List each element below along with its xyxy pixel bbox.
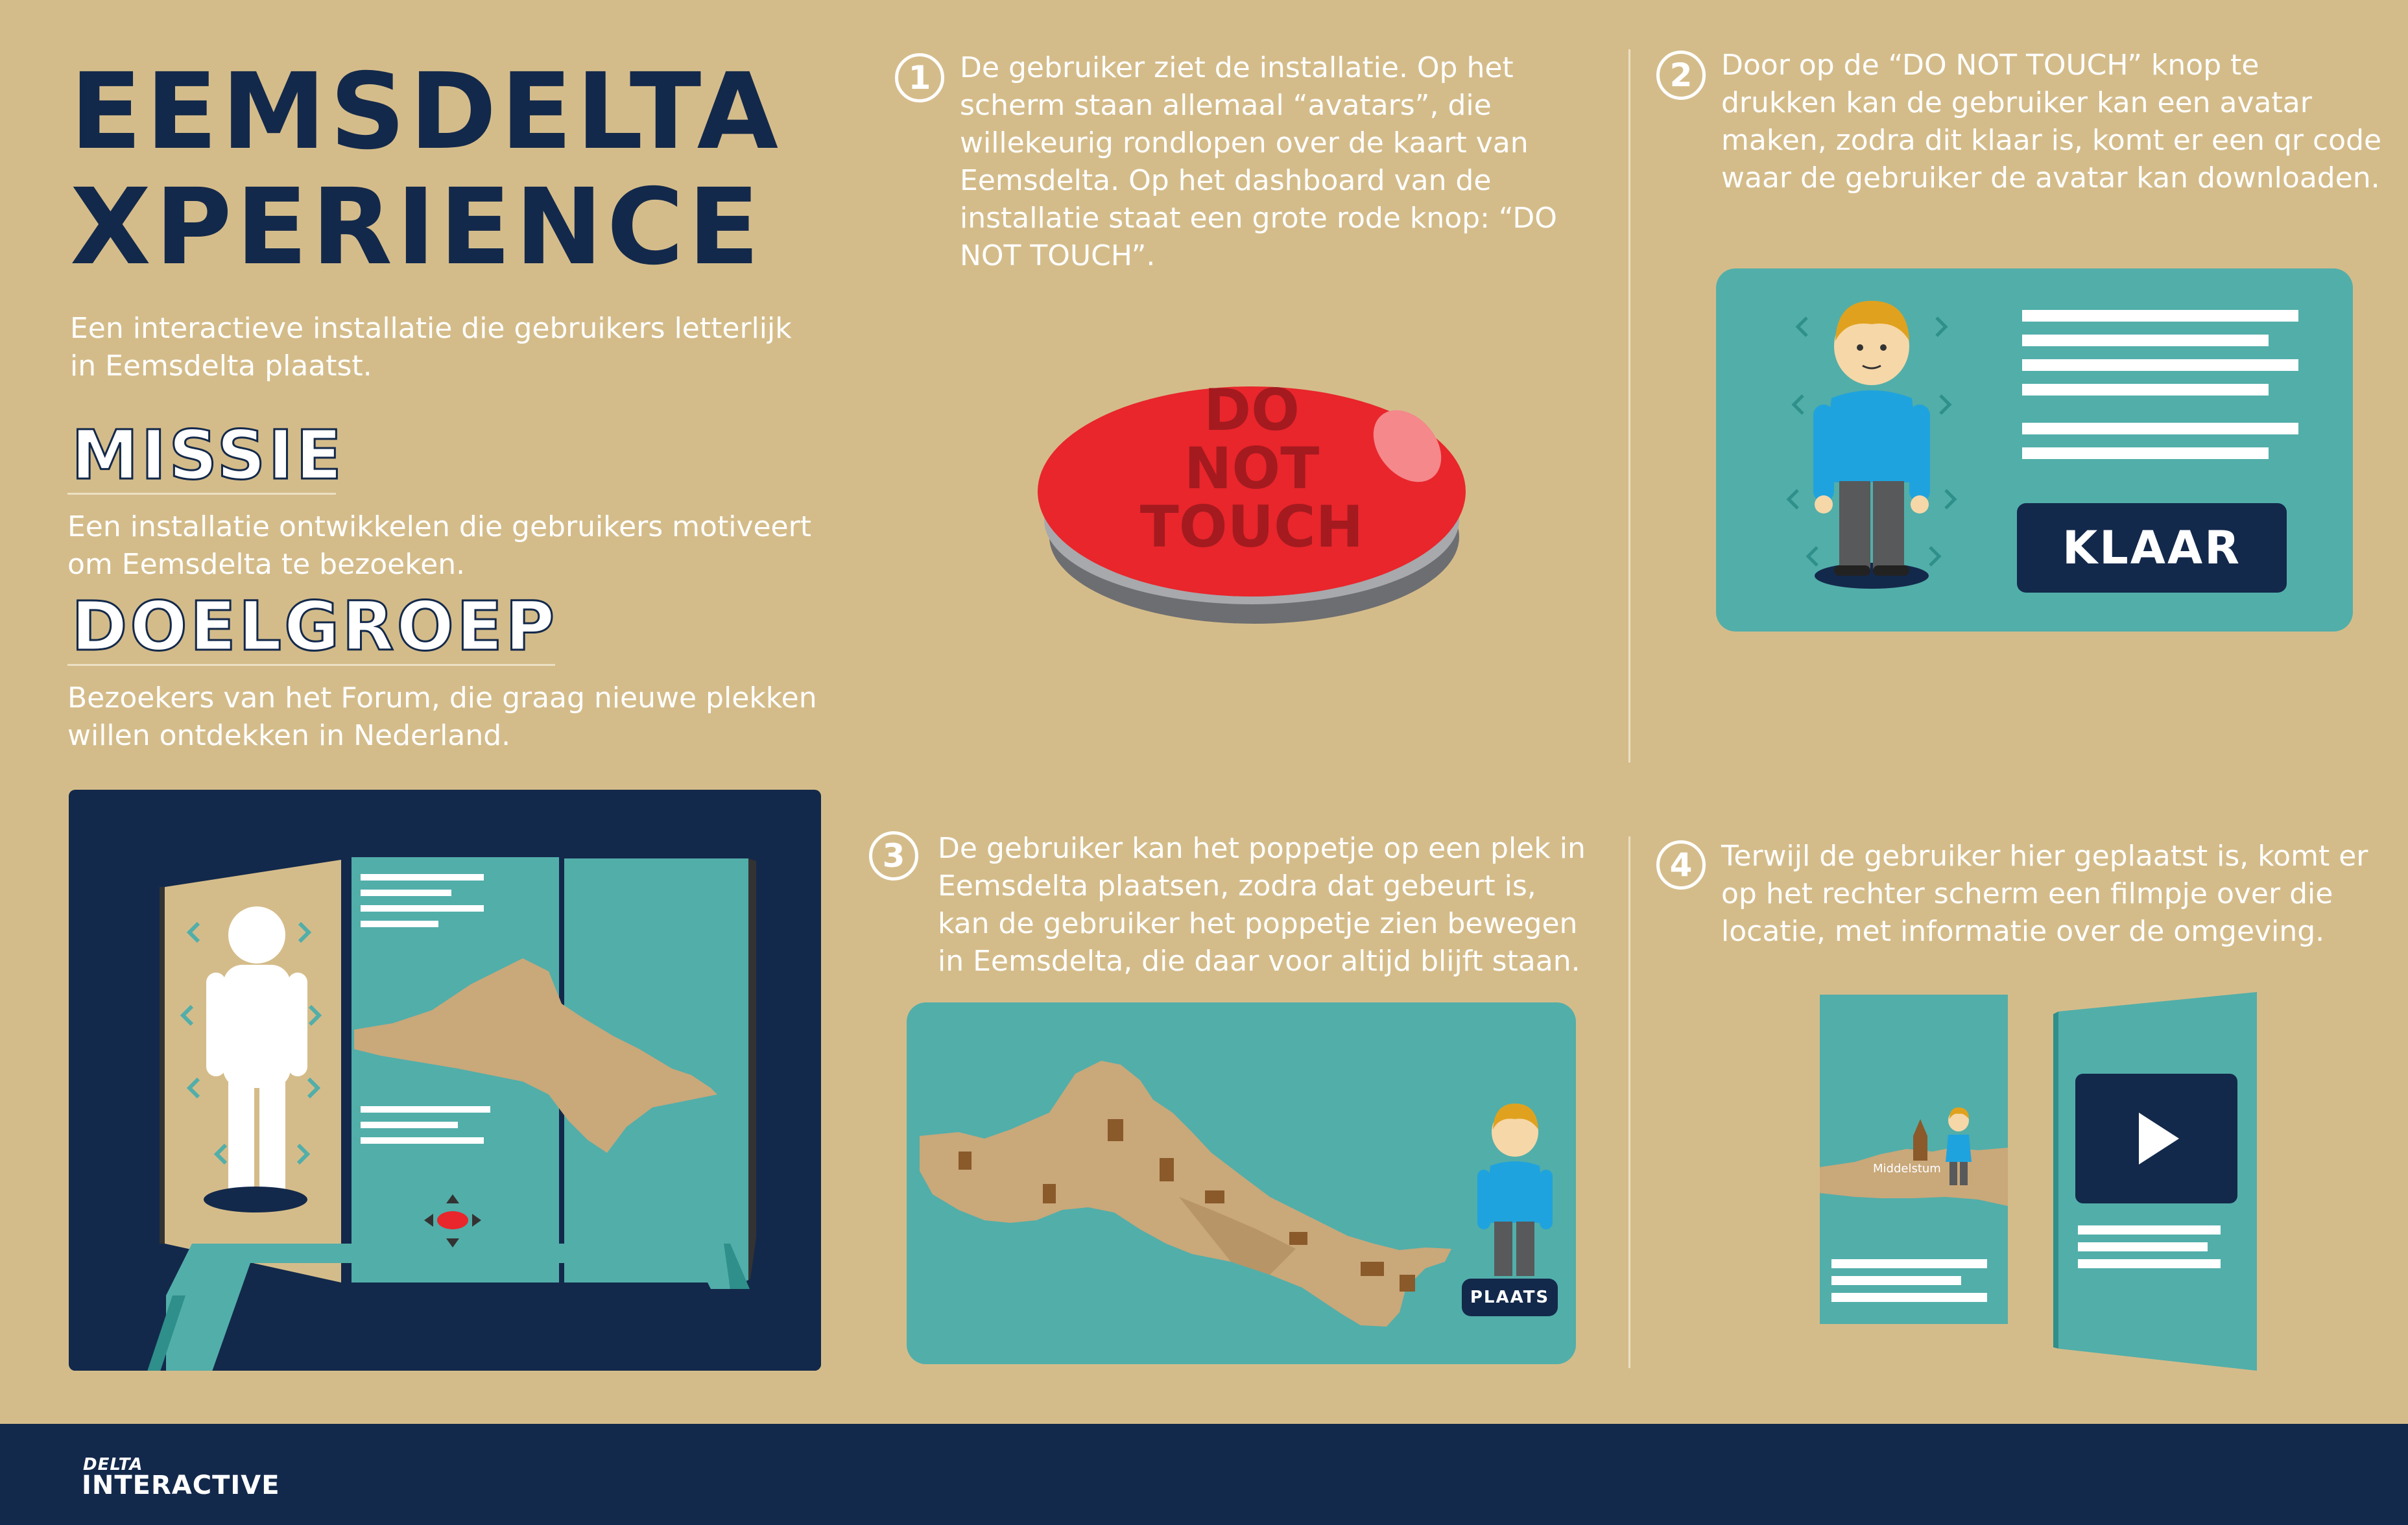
landmark-icons [959,1119,1415,1292]
title-line-1: EEMSDELTA [70,51,783,173]
dashboard-red-button-icon [437,1211,468,1229]
dashboard [166,1244,730,1371]
klaar-button[interactable]: KLAAR [2017,503,2287,593]
step-4-number: 4 [1656,840,1706,890]
map-placement-panel: PLAATS [907,1002,1576,1364]
doelgroep-heading: DOELGROEP [70,587,558,666]
footer-brand-top: DELTA [83,1455,143,1474]
title-line-2: XPERIENCE [70,167,764,289]
screens-svg [1820,992,2257,1371]
column-divider-bottom [1628,836,1630,1368]
button-label: DO NOT TOUCH [1031,381,1472,556]
small-avatar-figure [1946,1107,1972,1185]
do-not-touch-button[interactable]: DO NOT TOUCH [1031,375,1472,628]
plaats-button[interactable]: PLAATS [1462,1279,1558,1316]
step-2-number: 2 [1656,51,1706,100]
step-3-number: 3 [869,831,918,881]
avatar-creation-panel: KLAAR [1716,268,2353,632]
step-3-text: De gebruiker kan het poppetje op een ple… [938,832,1586,978]
red-button-graphic [1038,386,1466,624]
map-shape [354,958,717,1153]
button-label-line-3: TOUCH [1139,493,1364,560]
doelgroep-underline [67,664,555,666]
avatar-silhouette-icon [206,906,307,1198]
chevron-icons [1786,316,1957,567]
arrow-icons [424,1194,481,1247]
button-label-line-1: DO [1204,377,1300,443]
church-icon [1913,1136,1927,1161]
step-2-text: Door op de “DO NOT TOUCH” knop te drukke… [1721,49,2382,195]
step-4-text: Terwijl de gebruiker hier geplaatst is, … [1721,840,2368,948]
map-label-middelstum: Middelstum [1873,1162,1941,1176]
button-label-line-2: NOT [1184,435,1320,502]
intro-text: Een interactieve installatie die gebruik… [70,312,792,383]
doelgroep-text: Bezoekers van het Forum, die graag nieuw… [67,681,817,752]
missie-heading: MISSIE [70,416,345,495]
step-1-number: 1 [895,53,944,102]
installation-illustration [69,790,821,1371]
missie-text: Een installatie ontwikkelen die gebruike… [67,510,811,581]
placed-avatar-figure [1477,1104,1553,1276]
missie-underline [67,493,336,495]
avatar-figure [1786,301,1957,589]
installation-svg [69,857,821,1371]
column-divider-top [1628,49,1630,762]
footer-bar: DELTA INTERACTIVE [0,1424,2408,1525]
video-screens-illustration: Middelstum [1816,992,2263,1371]
map-shape [920,1061,1451,1327]
footer-brand-bottom: INTERACTIVE [82,1471,280,1500]
chevron-icons [180,921,322,1165]
step-1-text: De gebruiker ziet de installatie. Op het… [960,51,1557,272]
play-icon [2139,1113,2179,1164]
eemsdelta-map [920,1061,1553,1327]
info-lines [2022,310,2298,459]
